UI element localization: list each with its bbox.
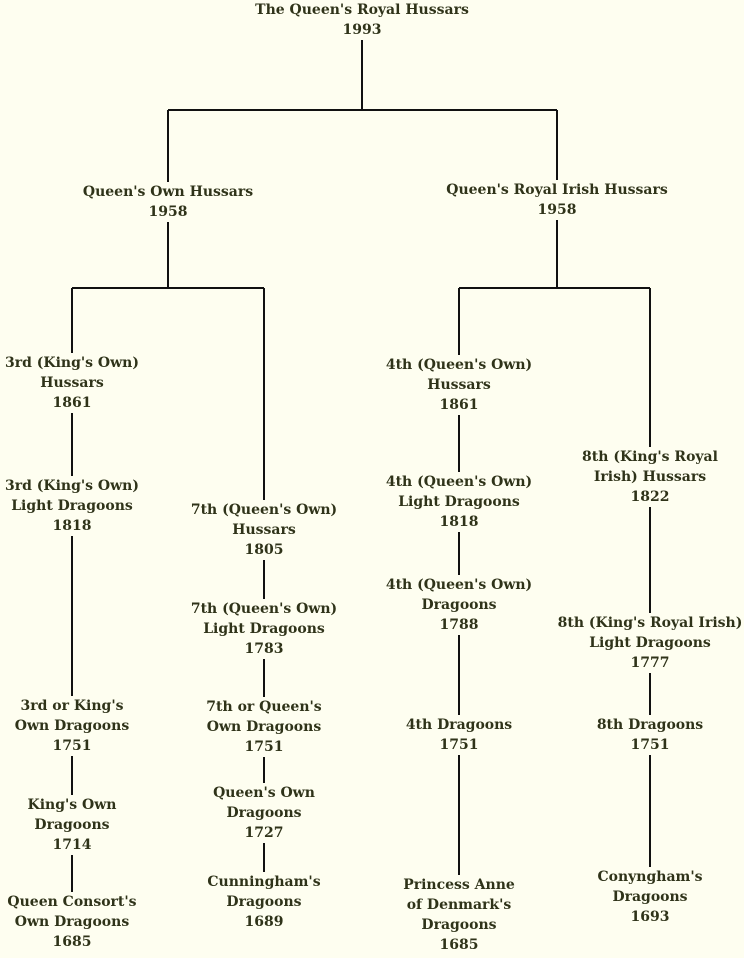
regiment-name-line: 7th (Queen's Own) <box>190 502 338 518</box>
regiment-name-line: 8th Dragoons <box>596 717 704 733</box>
regiment-node-d4: 4th Dragoons 1751 <box>403 715 515 755</box>
regiment-year: 1861 <box>439 397 479 413</box>
regiment-name-line: The Queen's Royal Hussars <box>255 2 469 18</box>
regiment-name-line: King's Own <box>27 797 117 813</box>
regiment-name-line: Dragoons <box>421 597 497 613</box>
regiment-year: 1818 <box>52 518 92 534</box>
regiment-year: 1861 <box>52 395 92 411</box>
regiment-year: 1714 <box>52 837 92 853</box>
regiment-node-qoh: Queen's Own Hussars 1958 <box>80 182 256 222</box>
regiment-name-line: 4th (Queen's Own) <box>385 357 533 373</box>
regiment-name-line: Light Dragoons <box>589 635 711 651</box>
regiment-name-line: 4th Dragoons <box>405 717 513 733</box>
regiment-node-ld8: 8th (King's Royal Irish) Light Dragoons 17… <box>555 613 744 673</box>
regiment-node-ld3: 3rd (King's Own) Light Dragoons 1818 <box>3 476 141 536</box>
regiment-node-h3: 3rd (King's Own) Hussars 1861 <box>3 353 141 413</box>
regiment-node-qrih: Queen's Royal Irish Hussars 1958 <box>444 180 670 220</box>
regiment-name-line: Cunningham's <box>207 874 321 890</box>
regiment-year: 1689 <box>244 914 284 930</box>
regiment-name-line: Dragoons <box>421 917 497 933</box>
regiment-year: 1958 <box>537 202 577 218</box>
regiment-name-line: Princess Anne <box>403 877 515 893</box>
regiment-year: 1805 <box>244 542 284 558</box>
regiment-name-line: Own Dragoons <box>14 718 130 734</box>
regiment-name-line: Own Dragoons <box>14 914 130 930</box>
regiment-name-line: Dragoons <box>34 817 110 833</box>
regiment-name-line: Queen's Own Hussars <box>82 184 254 200</box>
regiment-node-d8: 8th Dragoons 1751 <box>594 715 706 755</box>
regiment-year: 1751 <box>244 739 284 755</box>
regiment-year: 1822 <box>630 489 670 505</box>
regiment-name-line: Hussars <box>427 377 491 393</box>
regiment-name-line: 3rd (King's Own) <box>5 478 139 494</box>
regiment-name-line: 4th (Queen's Own) <box>385 474 533 490</box>
regiment-name-line: Queen's Own <box>213 785 315 801</box>
regiment-year: 1693 <box>630 909 670 925</box>
regiment-name-line: 4th (Queen's Own) <box>385 577 533 593</box>
regiment-name-line: Light Dragoons <box>11 498 133 514</box>
regiment-name-line: 8th (King's Royal Irish) <box>557 615 743 631</box>
regiment-year: 1751 <box>630 737 670 753</box>
regiment-name-line: Queen Consort's <box>7 894 137 910</box>
regiment-name-line: 8th (King's Royal <box>582 449 718 465</box>
regiment-year: 1751 <box>52 738 92 754</box>
regiment-year: 1727 <box>244 825 284 841</box>
regiment-name-line: Dragoons <box>226 805 302 821</box>
regiment-year: 1777 <box>630 655 670 671</box>
regiment-name-line: Dragoons <box>612 889 688 905</box>
regiment-node-qrh: The Queen's Royal Hussars 1993 <box>253 0 471 40</box>
regiment-year: 1818 <box>439 514 479 530</box>
regiment-node-ld7: 7th (Queen's Own) Light Dragoons 1783 <box>188 599 340 659</box>
regiment-node-h7: 7th (Queen's Own) Hussars 1805 <box>188 500 340 560</box>
regiment-name-line: 3rd (King's Own) <box>5 355 139 371</box>
regiment-name-line: Conyngham's <box>597 869 703 885</box>
regiment-year: 1783 <box>244 641 284 657</box>
regiment-name-line: Own Dragoons <box>206 719 322 735</box>
regiment-year: 1958 <box>148 204 188 220</box>
regiment-name-line: Hussars <box>232 522 296 538</box>
regiment-name-line: Dragoons <box>226 894 302 910</box>
regiment-name-line: 7th (Queen's Own) <box>190 601 338 617</box>
regiment-name-line: Irish) Hussars <box>593 469 707 485</box>
regiment-name-line: Light Dragoons <box>398 494 520 510</box>
regiment-name-line: 3rd or King's <box>20 698 124 714</box>
regiment-name-line: of Denmark's <box>406 897 512 913</box>
regiment-node-h4: 4th (Queen's Own) Hussars 1861 <box>383 355 535 415</box>
regiment-year: 1788 <box>439 617 479 633</box>
regiment-name-line: 7th or Queen's <box>206 699 322 715</box>
regiment-name-line: Hussars <box>40 375 104 391</box>
regiment-name-line: Light Dragoons <box>203 621 325 637</box>
regiment-node-ld4: 4th (Queen's Own) Light Dragoons 1818 <box>383 472 535 532</box>
regiment-year: 1993 <box>342 22 382 38</box>
regiment-name-line: Queen's Royal Irish Hussars <box>446 182 668 198</box>
regiment-year: 1685 <box>52 934 92 950</box>
regiment-year: 1685 <box>439 937 479 953</box>
regiment-node-qd4: 4th (Queen's Own) Dragoons 1788 <box>383 575 535 635</box>
regiment-year: 1751 <box>439 737 479 753</box>
